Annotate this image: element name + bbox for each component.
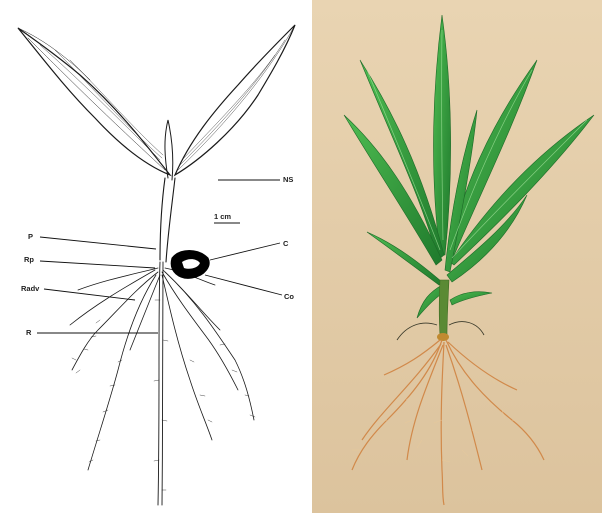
label-ns: NS (283, 175, 293, 184)
label-radv: Radv (21, 284, 40, 293)
seedling-photo-panel (312, 0, 602, 513)
right-leaf (175, 25, 295, 175)
stem (160, 178, 175, 262)
seedling-photo (312, 0, 602, 513)
line-drawing-panel: NS 1 cm P C Rp Radv Co R (0, 0, 310, 513)
label-r: R (26, 328, 32, 337)
seedling-line-drawing: NS 1 cm P C Rp Radv Co R (0, 0, 310, 513)
label-c: C (283, 239, 289, 248)
label-p: P (28, 232, 33, 241)
main-root (158, 262, 163, 505)
label-rp: Rp (24, 255, 34, 264)
label-co: Co (284, 292, 294, 301)
label-scale: 1 cm (214, 212, 231, 221)
left-leaf (18, 28, 170, 175)
